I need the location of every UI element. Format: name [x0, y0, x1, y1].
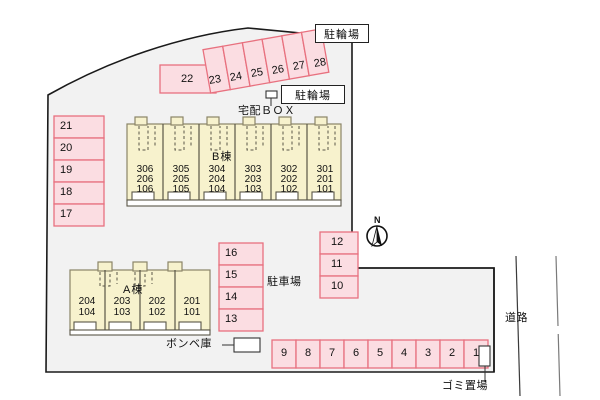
unit-a-202: 202: [148, 296, 166, 307]
parking-stall-22: [159, 64, 217, 94]
road-label: 道路: [505, 312, 528, 324]
stall-label-18[interactable]: 18: [60, 186, 73, 198]
unit-b-205: 205: [172, 174, 190, 185]
unit-b-106: 106: [136, 184, 154, 195]
stall-label-12[interactable]: 12: [331, 236, 344, 248]
parking-right-column: [319, 231, 359, 299]
stall-label-4[interactable]: 4: [401, 347, 408, 359]
unit-b-306: 306: [136, 164, 154, 175]
stall-label-20[interactable]: 20: [60, 142, 73, 154]
garbage-area-marker: [478, 345, 491, 382]
stall-label-14[interactable]: 14: [225, 291, 238, 303]
building-a-shape: [69, 261, 211, 336]
unit-b-101: 101: [316, 184, 334, 195]
unit-a-204: 204: [78, 296, 96, 307]
stall-label-3[interactable]: 3: [425, 347, 432, 359]
unit-b-203: 203: [244, 174, 262, 185]
stall-label-2[interactable]: 2: [449, 347, 456, 359]
unit-b-302: 302: [280, 164, 298, 175]
unit-b-303: 303: [244, 164, 262, 175]
stall-label-27[interactable]: 27: [291, 59, 307, 73]
parking-angled-row: [202, 28, 330, 94]
stall-label-26[interactable]: 26: [270, 63, 286, 77]
stall-label-9[interactable]: 9: [281, 347, 288, 359]
building-a-name: A棟: [123, 284, 144, 296]
stall-label-22[interactable]: 22: [181, 73, 194, 85]
unit-a-203: 203: [113, 296, 131, 307]
stall-label-7[interactable]: 7: [329, 347, 336, 359]
unit-b-103: 103: [244, 184, 262, 195]
road-edge-outer: [555, 255, 561, 397]
unit-a-104: 104: [78, 307, 96, 318]
stall-label-5[interactable]: 5: [377, 347, 384, 359]
garbage-area-label: ゴミ置場: [442, 380, 488, 392]
unit-b-206: 206: [136, 174, 154, 185]
stall-label-10[interactable]: 10: [331, 280, 344, 292]
unit-b-301: 301: [316, 164, 334, 175]
building-b-shape: [126, 116, 342, 207]
stall-label-1[interactable]: 1: [473, 347, 480, 359]
stall-label-13[interactable]: 13: [225, 313, 238, 325]
road-edge-inner: [515, 255, 521, 397]
unit-a-101: 101: [183, 307, 201, 318]
bicycle-parking-top-label: 駐輪場: [315, 24, 369, 43]
parking-lot-label: 駐車場: [267, 276, 302, 288]
delivery-box-label: 宅配ＢＯＸ: [238, 105, 296, 117]
gas-cylinder-storage-label: ボンベ庫: [166, 338, 212, 350]
parking-mid-column: [218, 242, 264, 332]
stall-label-23[interactable]: 23: [207, 73, 223, 87]
stall-label-24[interactable]: 24: [228, 70, 244, 84]
unit-a-201: 201: [183, 296, 201, 307]
unit-b-204: 204: [208, 174, 226, 185]
building-b-name: B棟: [212, 151, 233, 163]
bicycle-parking-mid-label: 駐輪場: [281, 85, 345, 104]
stall-label-16[interactable]: 16: [225, 247, 238, 259]
compass-north-label: N: [374, 215, 381, 225]
parking-left-column: [53, 115, 105, 227]
delivery-box-marker: [265, 90, 278, 106]
unit-b-201: 201: [316, 174, 334, 185]
unit-a-102: 102: [148, 307, 166, 318]
unit-b-104: 104: [208, 184, 226, 195]
stall-label-6[interactable]: 6: [353, 347, 360, 359]
stall-label-25[interactable]: 25: [249, 66, 265, 80]
stall-label-19[interactable]: 19: [60, 164, 73, 176]
unit-b-105: 105: [172, 184, 190, 195]
stall-label-28[interactable]: 28: [312, 56, 328, 70]
unit-b-305: 305: [172, 164, 190, 175]
unit-b-304: 304: [208, 164, 226, 175]
compass-rose: [366, 225, 388, 248]
gas-cylinder-marker: [222, 337, 261, 353]
site-boundary-lower-right: [352, 267, 495, 372]
unit-b-202: 202: [280, 174, 298, 185]
stall-label-17[interactable]: 17: [60, 208, 73, 220]
stall-label-11[interactable]: 11: [331, 258, 343, 270]
unit-a-103: 103: [113, 307, 131, 318]
stall-label-21[interactable]: 21: [60, 120, 73, 132]
unit-b-102: 102: [280, 184, 298, 195]
stall-label-15[interactable]: 15: [225, 269, 238, 281]
stall-label-8[interactable]: 8: [305, 347, 312, 359]
